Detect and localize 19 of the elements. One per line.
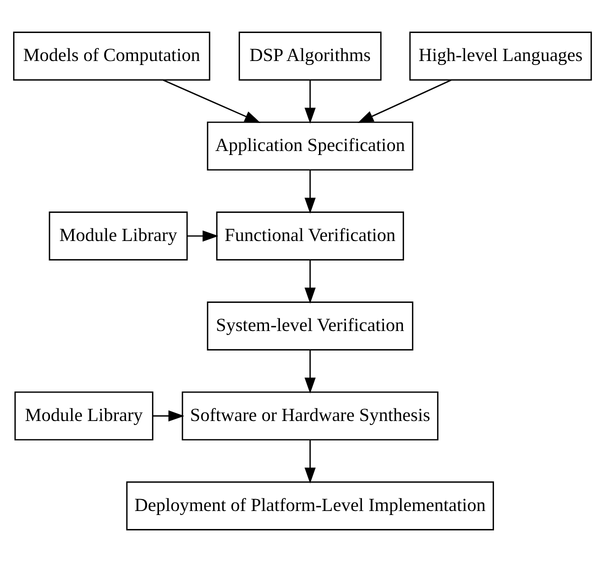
node-box: DSP Algorithms [238, 32, 382, 81]
arrow [304, 440, 316, 484]
arrow [152, 410, 184, 422]
arrow [187, 230, 218, 242]
node-box: Application Specification [206, 122, 414, 171]
node-box: Functional Verification [216, 212, 404, 260]
arrow [304, 170, 316, 214]
arrow [358, 80, 452, 123]
arrow [163, 80, 261, 123]
node-box: Module Library [14, 391, 154, 440]
node-box: System-level Verification [206, 302, 414, 350]
node-box: Models of Computation [13, 32, 210, 81]
node-box: Deployment of Platform-Level Implementation [126, 481, 494, 530]
arrow [304, 80, 316, 124]
arrow [304, 260, 316, 304]
node-box: High-level Languages [409, 32, 592, 81]
node-box: Module Library [48, 212, 188, 260]
node-box: Software or Hardware Synthesis [182, 391, 438, 440]
arrow [304, 350, 316, 394]
